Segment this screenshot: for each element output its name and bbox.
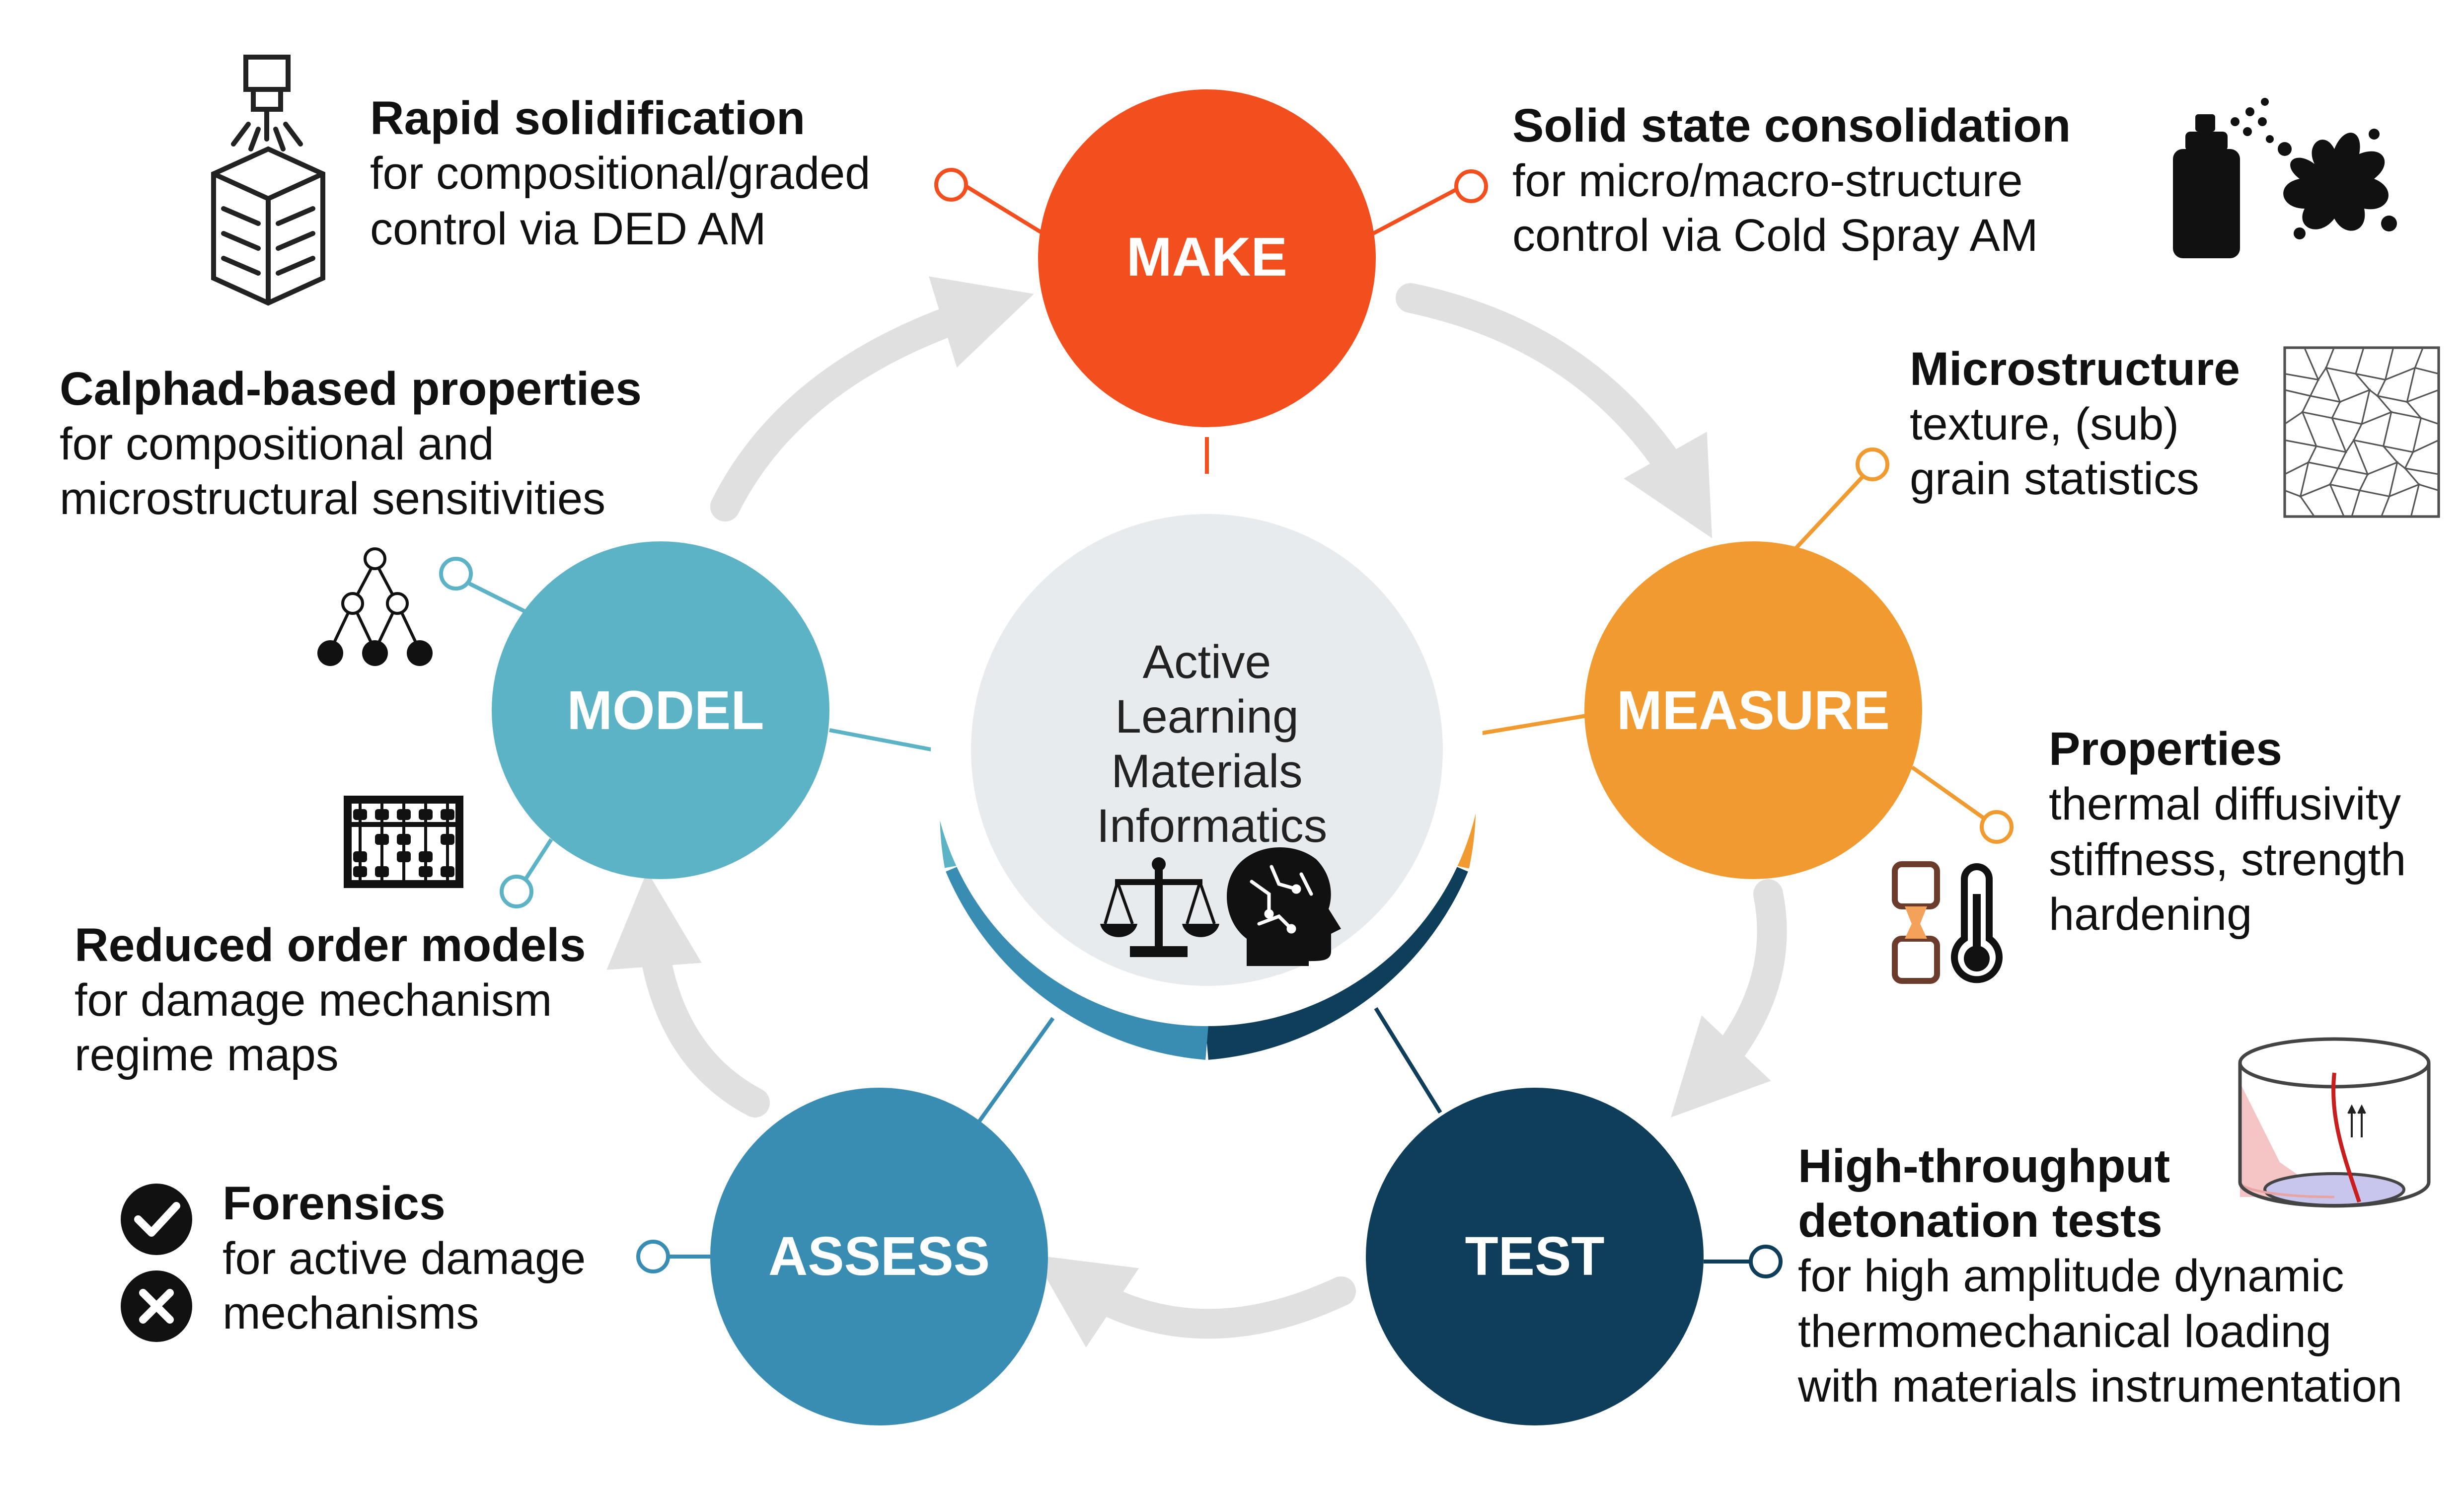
annotation-pins	[439, 168, 2014, 1278]
annotation-props: Properties thermal diffusivity stiffness…	[2049, 723, 2406, 940]
make-label: MAKE	[1126, 226, 1287, 288]
props-line-2: stiffness, strength	[2049, 834, 2406, 885]
tree-graph-icon	[317, 547, 433, 666]
solid-title: Solid state consolidation	[1512, 99, 2071, 152]
arrow-measure-to-test	[1671, 879, 1787, 1118]
spray-can-icon	[2173, 98, 2397, 258]
calphad-title: Calphad-based properties	[60, 363, 642, 415]
abacus-bead	[441, 866, 454, 877]
abacus-bead	[397, 834, 411, 845]
abacus-bead	[353, 851, 367, 862]
model-label: MODEL	[567, 680, 764, 741]
annotation-high: High-throughput detonation tests for hig…	[1797, 1140, 2402, 1412]
stage-model[interactable]: MODEL	[492, 541, 829, 879]
test-label: TEST	[1465, 1226, 1604, 1287]
micro-line-2: grain statistics	[1910, 453, 2199, 504]
high-line-2: thermomechanical loading	[1798, 1306, 2331, 1357]
abacus-bead	[419, 809, 433, 820]
center-text: Active Learning Materials Informatics	[1097, 636, 1328, 852]
make-circle[interactable]	[1038, 89, 1376, 427]
props-title: Properties	[2049, 723, 2282, 775]
assess-label: ASSESS	[768, 1226, 990, 1287]
grain-map-icon	[2283, 346, 2440, 518]
calphad-line-2: microstructural sensitivities	[60, 473, 605, 524]
reduced-line-2: regime maps	[75, 1030, 339, 1080]
abacus-bead	[375, 809, 389, 820]
solid-line-2: control via Cold Spray AM	[1512, 210, 2038, 261]
props-line-1: thermal diffusivity	[2049, 779, 2401, 829]
high-title-1: High-throughput	[1798, 1140, 2170, 1192]
solid-line-1: for micro/macro-structure	[1512, 155, 2023, 206]
measure-circle[interactable]	[1584, 541, 1922, 879]
annotation-rapid: Rapid solidification for compositional/g…	[370, 92, 870, 254]
abacus-bead	[419, 866, 433, 877]
annotation-solid: Solid state consolidation for micro/macr…	[1512, 99, 2071, 261]
annotation-micro: Microstructure texture, (sub) grain stat…	[1910, 343, 2240, 504]
center-line-4: Informatics	[1097, 800, 1328, 852]
abacus-bead	[375, 866, 389, 877]
check-icon	[121, 1184, 192, 1255]
reduced-line-1: for damage mechanism	[75, 975, 552, 1026]
high-line-1: for high amplitude dynamic	[1798, 1251, 2344, 1301]
forensics-line-2: mechanisms	[223, 1288, 479, 1339]
stage-measure[interactable]: MEASURE	[1584, 541, 1922, 879]
center-line-3: Materials	[1111, 745, 1302, 798]
annotation-reduced: Reduced order models for damage mechanis…	[75, 919, 586, 1080]
reduced-title: Reduced order models	[75, 919, 586, 971]
props-line-3: hardening	[2049, 889, 2252, 940]
abacus-bead	[441, 809, 454, 820]
calphad-line-1: for compositional and	[60, 419, 494, 469]
center-line-1: Active	[1143, 636, 1271, 688]
stage-assess[interactable]: ASSESS	[710, 1088, 1048, 1425]
abacus-bead	[419, 851, 433, 862]
arrow-make-to-measure	[1396, 283, 1713, 538]
arrow-model-to-make	[710, 276, 1034, 522]
scales-icon	[1100, 857, 1219, 957]
stage-test[interactable]: TEST	[1366, 1088, 1704, 1425]
rapid-line-1: for compositional/graded	[370, 148, 870, 199]
brain-head-icon	[1227, 847, 1341, 966]
rapid-line-2: control via DED AM	[370, 204, 766, 254]
test-circle[interactable]	[1366, 1088, 1704, 1425]
abacus-rod	[359, 802, 362, 882]
abacus-rod	[424, 802, 427, 882]
abacus-bead	[375, 834, 389, 845]
detonation-cylinder-icon	[2238, 1037, 2431, 1208]
high-title-2: detonation tests	[1798, 1194, 2163, 1247]
abacus-bead	[353, 866, 367, 877]
annotation-calphad: Calphad-based properties for composition…	[60, 363, 642, 524]
center-inner-disc	[971, 514, 1443, 986]
grain-boundary	[2410, 483, 2440, 518]
arrow-assess-to-model	[606, 871, 770, 1118]
arrow-test-to-assess	[1033, 1255, 1356, 1348]
measure-label: MEASURE	[1617, 680, 1890, 741]
tensile-thermometer-icon	[1892, 861, 2003, 984]
forensics-line-1: for active damage	[223, 1233, 586, 1284]
micro-title: Microstructure	[1910, 343, 2240, 395]
check-cross-icon	[121, 1184, 192, 1342]
abacus-bead	[397, 851, 411, 862]
abacus-bead	[441, 834, 454, 845]
stage-make[interactable]: MAKE	[1038, 89, 1376, 427]
forensics-title: Forensics	[223, 1177, 446, 1230]
center-line-2: Learning	[1115, 690, 1299, 743]
abacus-bead	[353, 809, 367, 820]
rapid-title: Rapid solidification	[370, 92, 805, 145]
assess-circle[interactable]	[710, 1088, 1048, 1425]
high-line-3: with materials instrumentation	[1797, 1361, 2402, 1412]
laser-deposition-icon	[211, 55, 325, 306]
abacus-bead	[397, 809, 411, 820]
abacus-icon	[344, 796, 463, 888]
micro-line-1: texture, (sub)	[1910, 399, 2179, 449]
annotation-forensics: Forensics for active damage mechanisms	[223, 1177, 586, 1339]
model-circle[interactable]	[492, 541, 829, 879]
cycle-arrows	[606, 276, 1787, 1348]
